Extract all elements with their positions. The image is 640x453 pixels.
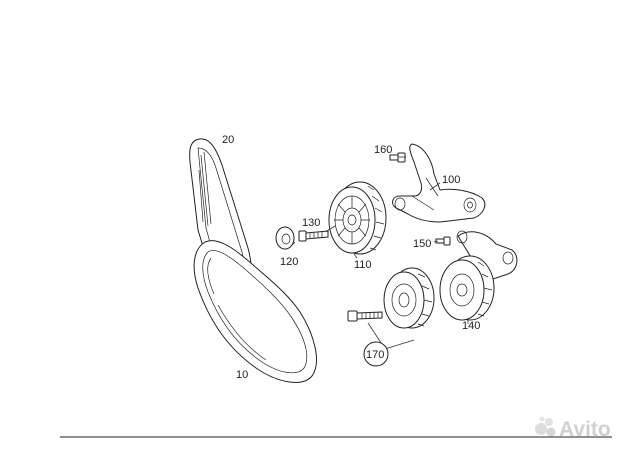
label-170: 170 bbox=[366, 349, 384, 361]
label-170-circle bbox=[363, 341, 389, 367]
bolt-170 bbox=[347, 310, 383, 322]
label-120: 120 bbox=[280, 256, 298, 268]
label-20: 20 bbox=[222, 134, 234, 146]
label-100: 100 bbox=[442, 174, 460, 186]
avito-wordmark: Avito bbox=[559, 418, 611, 441]
cap-120 bbox=[275, 226, 295, 250]
belt-10 bbox=[193, 240, 317, 383]
label-160: 160 bbox=[374, 144, 392, 156]
label-10: 10 bbox=[236, 369, 248, 381]
label-130: 130 bbox=[302, 217, 320, 229]
avito-watermark: Avito bbox=[535, 416, 611, 441]
tensioner-140 bbox=[439, 230, 518, 321]
label-150: 150 bbox=[413, 238, 431, 250]
bolt-160 bbox=[389, 152, 406, 163]
idler-pulley-170 bbox=[383, 267, 435, 329]
pulley-110 bbox=[328, 181, 387, 255]
avito-logo-icon bbox=[535, 416, 556, 437]
bolt-130 bbox=[298, 230, 329, 242]
bracket-100 bbox=[392, 143, 486, 223]
label-140: 140 bbox=[462, 320, 480, 332]
bolt-150 bbox=[435, 236, 451, 246]
label-110: 110 bbox=[354, 259, 372, 271]
